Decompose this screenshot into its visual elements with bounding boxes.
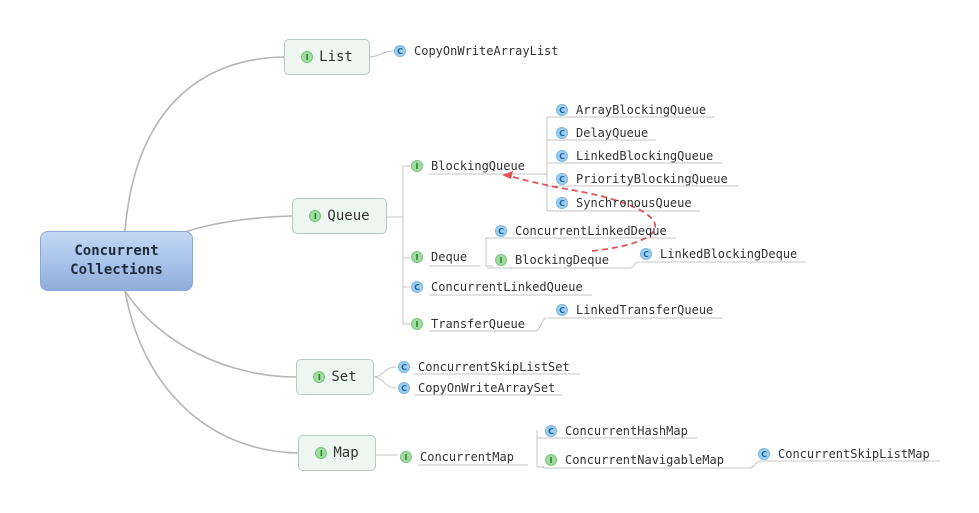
class-icon: C xyxy=(640,248,652,260)
interface-icon: I xyxy=(309,210,322,222)
topic-label: List xyxy=(319,49,353,65)
interface-icon: I xyxy=(495,254,507,266)
topic-label: Map xyxy=(333,445,359,461)
class-icon: C xyxy=(556,197,568,209)
leaf-concurrenthashmap[interactable]: C ConcurrentHashMap xyxy=(545,422,688,440)
interface-icon: I xyxy=(411,160,423,172)
interface-icon: I xyxy=(411,251,423,263)
leaf-arrayblockingqueue[interactable]: C ArrayBlockingQueue xyxy=(556,101,706,119)
leaf-copyonwritearraylist[interactable]: C CopyOnWriteArrayList xyxy=(394,42,559,60)
topic-label: Queue xyxy=(327,208,370,224)
interface-icon: I xyxy=(315,447,328,459)
node-deque[interactable]: I Deque xyxy=(411,248,467,266)
class-icon: C xyxy=(545,425,557,437)
leaf-concurrentskiplistset[interactable]: C ConcurrentSkipListSet xyxy=(398,358,570,376)
interface-icon: I xyxy=(301,51,314,63)
leaf-linkedblockingqueue[interactable]: C LinkedBlockingQueue xyxy=(556,147,713,165)
topic-queue[interactable]: I Queue xyxy=(292,198,387,234)
node-blockingqueue[interactable]: I BlockingQueue xyxy=(411,157,525,175)
topic-list[interactable]: I List xyxy=(284,39,370,75)
class-icon: C xyxy=(394,45,406,57)
class-icon: C xyxy=(556,304,568,316)
class-icon: C xyxy=(556,127,568,139)
node-concurrentmap[interactable]: I ConcurrentMap xyxy=(400,448,514,466)
interface-icon: I xyxy=(400,451,412,463)
class-icon: C xyxy=(556,104,568,116)
topic-label: Set xyxy=(331,369,357,385)
node-transferqueue[interactable]: I TransferQueue xyxy=(411,315,525,333)
leaf-linkedblockingdeque[interactable]: C LinkedBlockingDeque xyxy=(640,245,797,263)
leaf-synchronousqueue[interactable]: C SynchronousQueue xyxy=(556,194,692,212)
class-icon: C xyxy=(556,150,568,162)
class-icon: C xyxy=(758,448,770,460)
interface-icon: I xyxy=(545,454,557,466)
node-concurrentnavigablemap[interactable]: I ConcurrentNavigableMap xyxy=(545,451,724,469)
class-icon: C xyxy=(398,361,410,373)
node-blockingdeque[interactable]: I BlockingDeque xyxy=(495,251,609,269)
leaf-copyonwritearrayset[interactable]: C CopyOnWriteArraySet xyxy=(398,379,555,397)
class-icon: C xyxy=(495,225,507,237)
class-icon: C xyxy=(411,281,423,293)
leaf-concurrentlinkedqueue[interactable]: C ConcurrentLinkedQueue xyxy=(411,278,583,296)
leaf-linkedtransferqueue[interactable]: C LinkedTransferQueue xyxy=(556,301,713,319)
interface-icon: I xyxy=(313,371,326,383)
topic-map[interactable]: I Map xyxy=(298,435,376,471)
leaf-priorityblockingqueue[interactable]: C PriorityBlockingQueue xyxy=(556,170,728,188)
leaf-concurrentskiplistmap[interactable]: C ConcurrentSkipListMap xyxy=(758,445,930,463)
interface-icon: I xyxy=(411,318,423,330)
leaf-delayqueue[interactable]: C DelayQueue xyxy=(556,124,648,142)
leaf-concurrentlinkeddeque[interactable]: C ConcurrentLinkedDeque xyxy=(495,222,667,240)
class-icon: C xyxy=(556,173,568,185)
root-topic[interactable]: Concurrent Collections xyxy=(40,231,193,291)
topic-set[interactable]: I Set xyxy=(296,359,374,395)
class-icon: C xyxy=(398,382,410,394)
